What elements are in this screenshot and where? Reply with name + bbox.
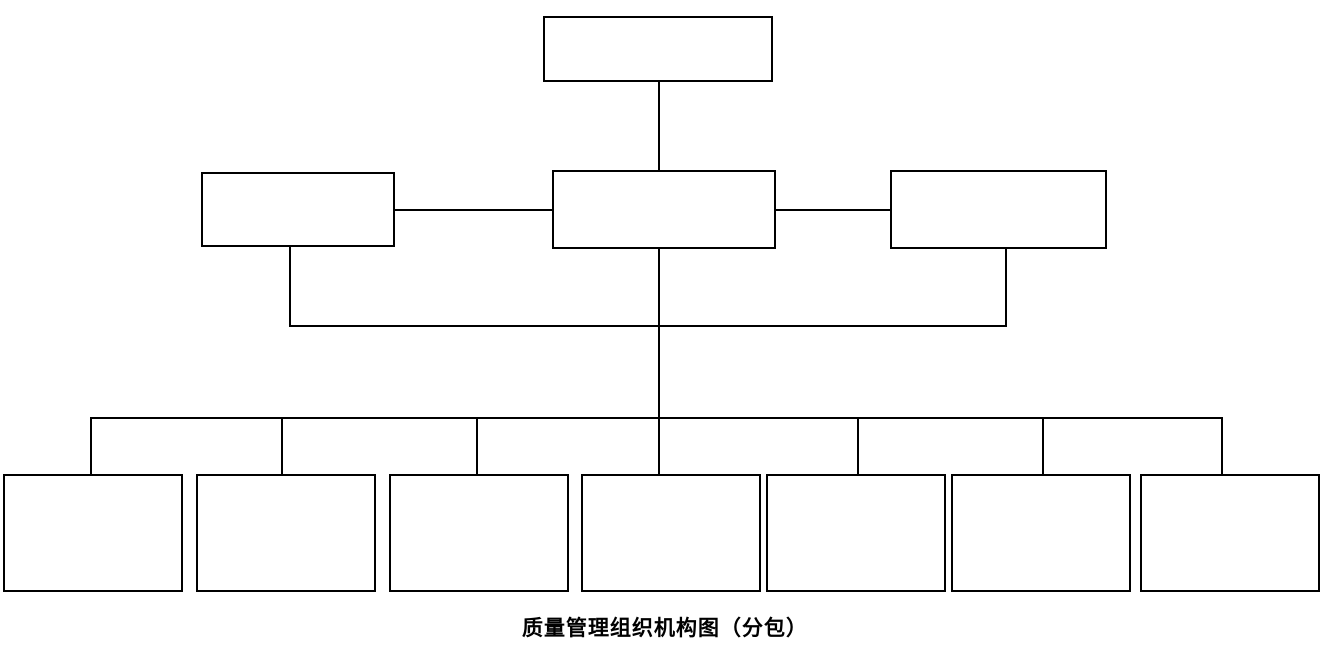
node-bottom-4-label (667, 531, 675, 535)
bus-bottom-tier (90, 417, 1223, 419)
node-bottom-3[interactable] (389, 474, 569, 592)
stub-bottom-1 (90, 417, 92, 475)
node-bottom-7-label (1226, 531, 1234, 535)
link-middle-center-to-right (775, 209, 891, 211)
stub-bottom-6 (1042, 417, 1044, 475)
node-bottom-5-label (852, 531, 860, 535)
stub-bottom-3 (476, 417, 478, 475)
drop-middle-left (289, 246, 291, 327)
node-bottom-6-label (1037, 531, 1045, 535)
node-top[interactable] (543, 16, 773, 82)
node-bottom-1-label (89, 531, 97, 535)
node-bottom-2[interactable] (196, 474, 376, 592)
node-bottom-4[interactable] (581, 474, 761, 592)
chart-caption: 质量管理组织机构图（分包） (522, 616, 808, 640)
node-middle-right-label (995, 208, 1003, 212)
node-bottom-6[interactable] (951, 474, 1131, 592)
node-middle-center-label (660, 208, 668, 212)
stub-bottom-2 (281, 417, 283, 475)
node-middle-right[interactable] (890, 170, 1107, 249)
drop-middle-right (1005, 248, 1007, 327)
node-bottom-3-label (475, 531, 483, 535)
node-middle-center[interactable] (552, 170, 776, 249)
node-middle-left-label (294, 208, 302, 212)
trunk-top-to-middle (658, 81, 660, 171)
node-bottom-1[interactable] (3, 474, 183, 592)
stub-bottom-7 (1221, 417, 1223, 475)
trunk-center-to-bottom (658, 248, 660, 476)
node-bottom-5[interactable] (766, 474, 946, 592)
link-middle-left-to-center (394, 209, 553, 211)
stub-bottom-5 (857, 417, 859, 475)
bus-middle-tier (289, 325, 1007, 327)
node-middle-left[interactable] (201, 172, 395, 247)
node-top-label (654, 47, 662, 51)
node-bottom-2-label (282, 531, 290, 535)
node-bottom-7[interactable] (1140, 474, 1320, 592)
